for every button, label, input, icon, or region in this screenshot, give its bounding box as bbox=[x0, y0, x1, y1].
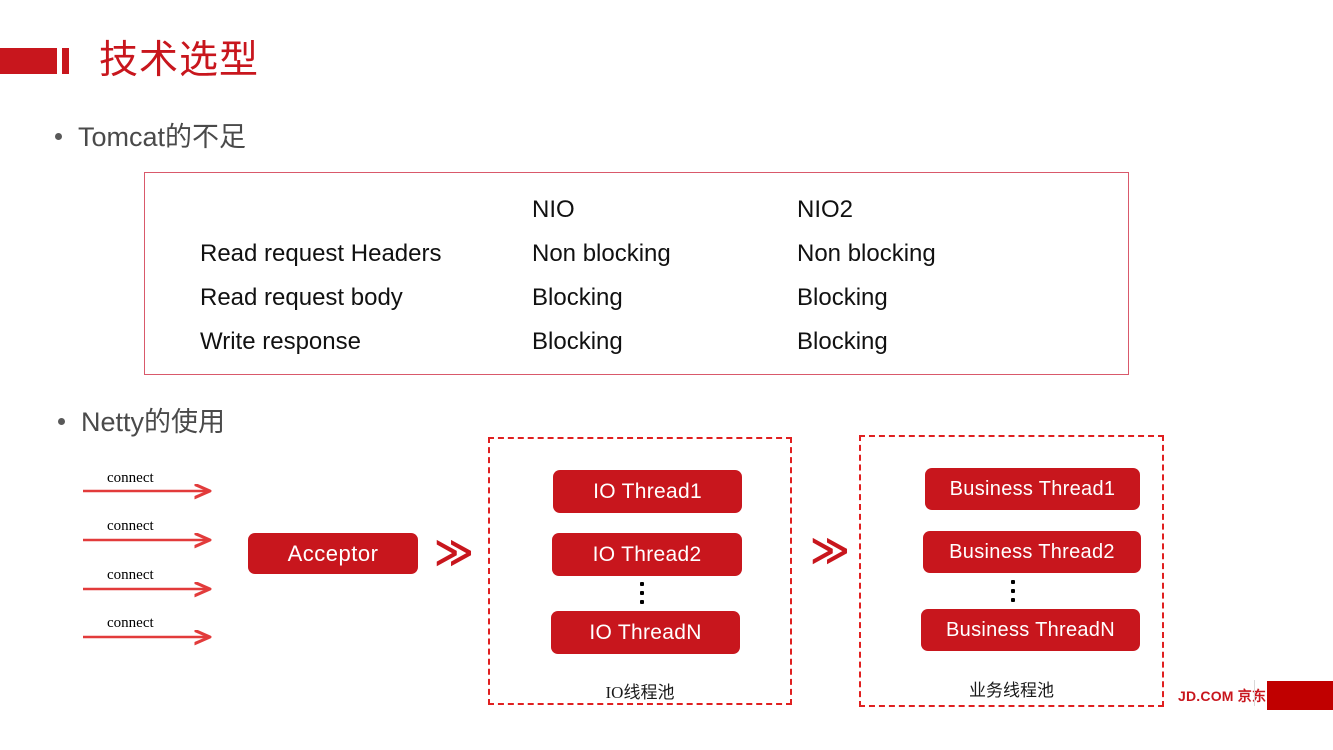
row-label: Read request body bbox=[200, 284, 403, 311]
row-nio2-value: Blocking bbox=[797, 284, 888, 311]
connect-label-3: connect bbox=[107, 567, 154, 583]
bullet-netty: Netty的使用 bbox=[58, 407, 225, 437]
io-thread-n[interactable]: IO ThreadN bbox=[551, 611, 740, 654]
business-thread-n[interactable]: Business ThreadN bbox=[921, 609, 1140, 651]
row-nio-value: Blocking bbox=[532, 328, 623, 355]
table-row: Write response Blocking Blocking bbox=[200, 326, 1037, 370]
business-thread-2[interactable]: Business Thread2 bbox=[923, 531, 1141, 573]
row-nio2-value: Non blocking bbox=[797, 240, 936, 267]
io-thread-1[interactable]: IO Thread1 bbox=[553, 470, 742, 513]
title-decoration bbox=[0, 48, 69, 74]
row-label: Write response bbox=[200, 328, 361, 355]
row-nio2-value: Blocking bbox=[797, 328, 888, 355]
brand-divider bbox=[1254, 680, 1255, 706]
table-header-row: NIO NIO2 bbox=[200, 194, 1037, 238]
row-label: Read request Headers bbox=[200, 240, 442, 267]
business-pool-caption: 业务线程池 bbox=[969, 681, 1054, 700]
bullet-tomcat: Tomcat的不足 bbox=[55, 122, 246, 152]
io-pool-caption: IO线程池 bbox=[605, 683, 675, 702]
table-header-nio2: NIO2 bbox=[797, 196, 854, 223]
table-header-nio: NIO bbox=[532, 196, 575, 223]
bullet-dot-icon bbox=[58, 418, 65, 425]
comparison-table: NIO NIO2 Read request Headers Non blocki… bbox=[200, 194, 1037, 370]
page-title: 技术选型 bbox=[99, 39, 260, 82]
business-pool-ellipsis-icon bbox=[1011, 580, 1015, 602]
acceptor-node[interactable]: Acceptor bbox=[248, 533, 418, 574]
table-row: Read request Headers Non blocking Non bl… bbox=[200, 238, 1037, 282]
io-pool-ellipsis-icon bbox=[640, 582, 644, 604]
title-accent-block bbox=[0, 48, 57, 74]
bullet-netty-label: Netty的使用 bbox=[81, 407, 226, 437]
footer-accent-block bbox=[1267, 681, 1333, 710]
connect-label-2: connect bbox=[107, 518, 154, 534]
title-accent-gap bbox=[57, 48, 62, 74]
table-header-blank bbox=[200, 194, 532, 238]
bullet-dot-icon bbox=[55, 133, 62, 140]
jd-brand-logo: JD.COM 京东 bbox=[1178, 688, 1267, 704]
connect-label-4: connect bbox=[107, 615, 154, 631]
comparison-table-frame bbox=[144, 172, 1129, 375]
bullet-tomcat-label: Tomcat的不足 bbox=[78, 122, 247, 152]
table-row: Read request body Blocking Blocking bbox=[200, 282, 1037, 326]
title-accent-bar bbox=[62, 48, 69, 74]
io-thread-2[interactable]: IO Thread2 bbox=[552, 533, 742, 576]
connect-label-1: connect bbox=[107, 470, 154, 486]
chevron-right-icon: ≫ bbox=[434, 530, 474, 574]
row-nio-value: Blocking bbox=[532, 284, 623, 311]
business-thread-1[interactable]: Business Thread1 bbox=[925, 468, 1140, 510]
row-nio-value: Non blocking bbox=[532, 240, 671, 267]
chevron-right-icon: ≫ bbox=[810, 528, 850, 572]
